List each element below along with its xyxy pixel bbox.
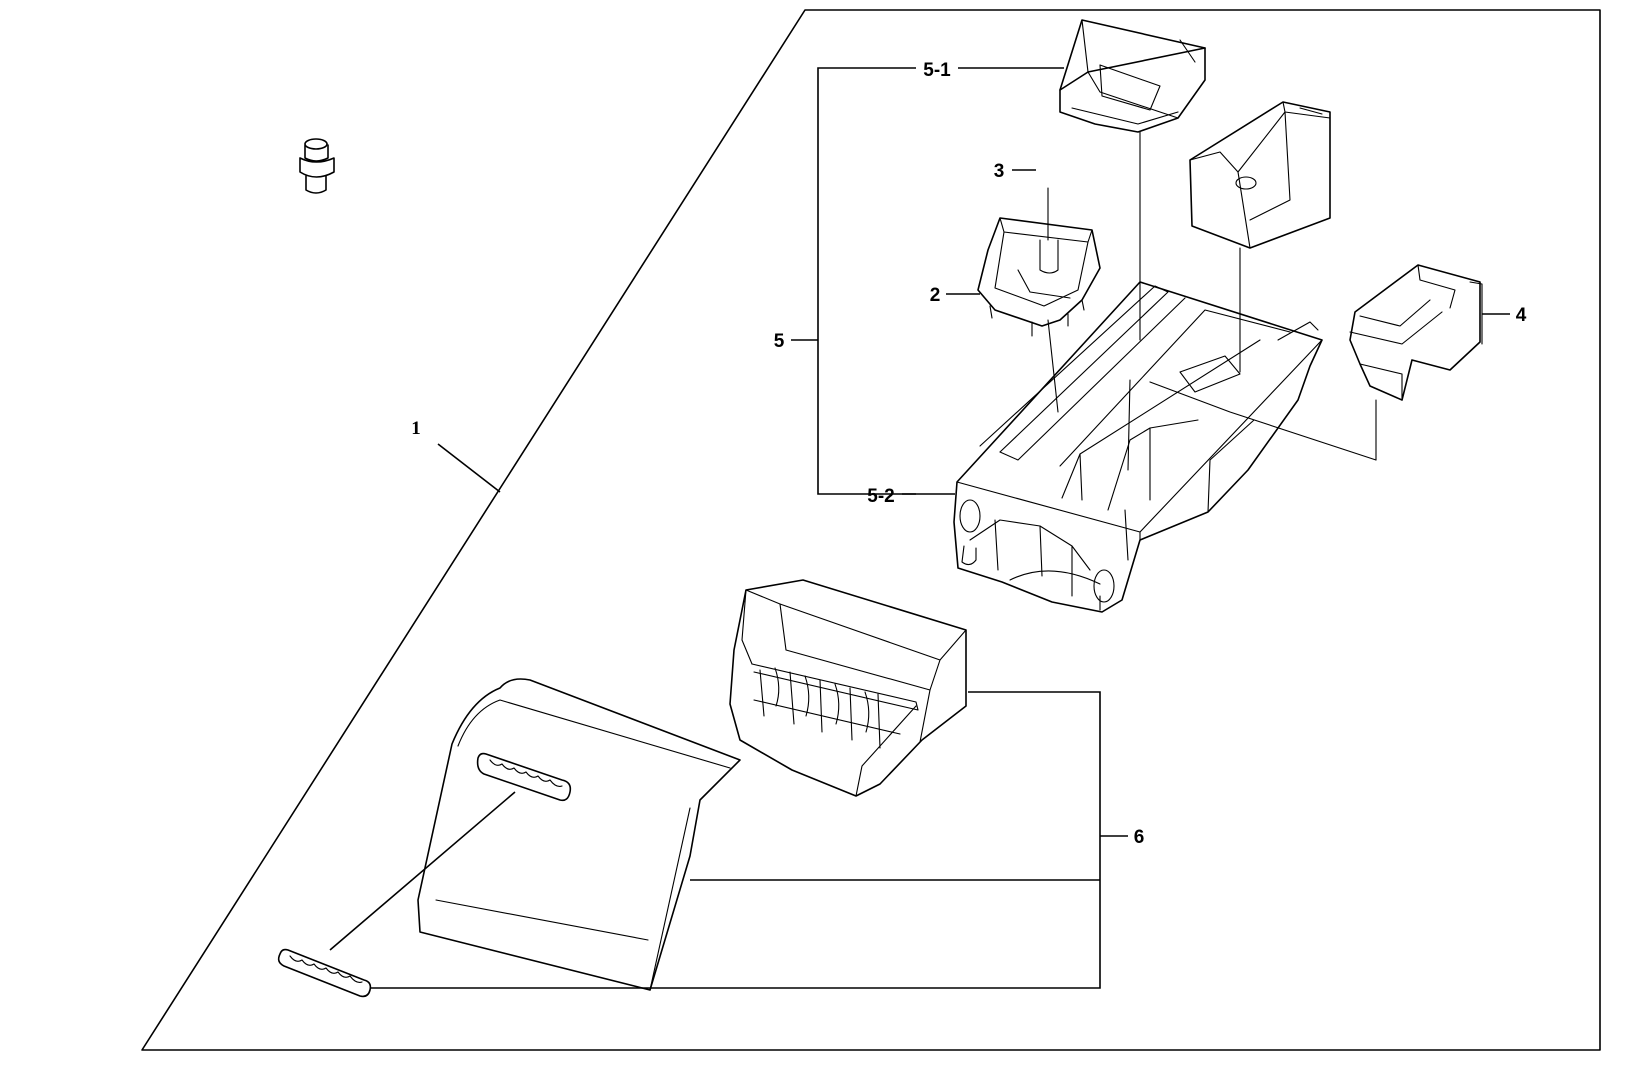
callout-3: 3 — [994, 161, 1005, 182]
assembly-frame — [141, 9, 1601, 1051]
callout-5-1: 5-1 — [923, 60, 951, 81]
part-6-mechanism — [729, 579, 967, 797]
part-5-2-console-base — [953, 281, 1323, 613]
part-6-cover — [417, 678, 741, 991]
leader-bracket-6 — [370, 691, 1101, 989]
leader-line-6-handle — [329, 791, 516, 951]
callout-5-2: 5-2 — [867, 486, 894, 507]
part-5-1-top-tray — [1059, 19, 1206, 133]
alignment-lines — [1047, 131, 1377, 471]
handle-insert — [277, 948, 372, 998]
callout-5: 5 — [774, 331, 785, 352]
callout-1: 1 — [411, 418, 421, 439]
leader-bracket-5 — [817, 67, 916, 495]
callout-6: 6 — [1134, 827, 1145, 848]
upper-right-bin — [1189, 101, 1331, 249]
leader-line-1 — [437, 443, 501, 493]
cover-handle — [476, 752, 572, 802]
part-3-knob — [299, 138, 335, 194]
callout-2: 2 — [930, 285, 941, 306]
part-4-side-pocket — [1349, 264, 1483, 401]
part-2-cup-holder — [977, 217, 1101, 337]
callout-4: 4 — [1516, 305, 1527, 326]
